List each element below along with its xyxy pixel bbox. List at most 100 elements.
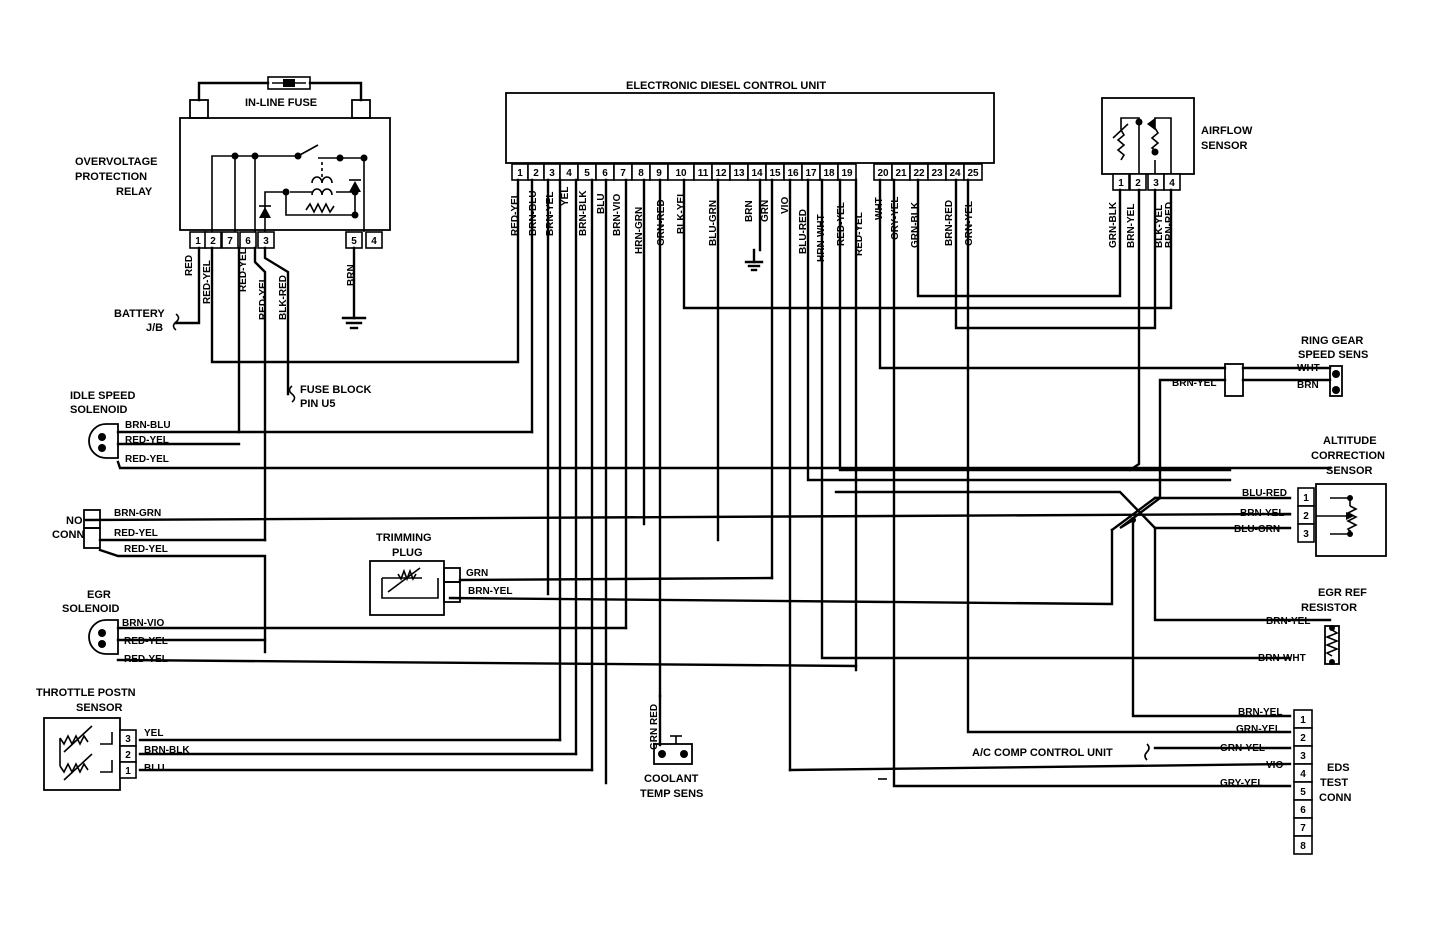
- noconn-wire-label: RED-YEL: [114, 528, 158, 539]
- altitude-connector: 123: [1297, 487, 1315, 543]
- eds-wire-label: GRN-YEL: [1236, 724, 1281, 735]
- ecu-pin-number: 11: [698, 168, 709, 179]
- throttle-pin-number: 3: [125, 734, 131, 745]
- eds-wire-label: GRN-YEL: [1220, 743, 1265, 754]
- ecu-pin-number: 1: [517, 168, 523, 179]
- ecu-wire-label: YEL: [560, 187, 571, 206]
- eds-wire-label: GRY-YEL: [1220, 778, 1264, 789]
- airflow-pin-number: 4: [1169, 178, 1175, 189]
- egr-title-1: EGR: [87, 589, 111, 601]
- trimming-title-1: TRIMMING: [376, 532, 432, 544]
- ecu-wire-label: BLK-YEL: [676, 191, 687, 234]
- ecu-pin-number: 25: [967, 168, 979, 179]
- ecu-pin-number: 12: [715, 168, 727, 179]
- relay-tab-left: [189, 99, 209, 119]
- ring-wire-label: WHT: [1297, 363, 1320, 374]
- eds-title-3: CONN: [1319, 792, 1351, 804]
- battery-label-2: J/B: [146, 322, 163, 334]
- ecu-wire-label: BRN-BLU: [528, 190, 539, 236]
- fuse-label: IN-LINE FUSE: [245, 97, 317, 109]
- ecu-pin-number: 15: [769, 168, 781, 179]
- eds-pin-number: 8: [1300, 841, 1306, 852]
- ring-title-1: RING GEAR: [1301, 335, 1363, 347]
- ecu-wire-label: BLU: [596, 193, 607, 214]
- idle-wire-label: BRN-BLU: [125, 420, 171, 431]
- ecu-pin-number: 24: [949, 168, 961, 179]
- ecu-wire-label: GRN-BLK: [910, 201, 921, 248]
- ecu-pin-number: 17: [805, 168, 817, 179]
- egr-wire-label: RED-YEL: [124, 654, 168, 665]
- relay-pin-number: 4: [371, 236, 377, 247]
- ring-wire-label: BRN-YEL: [1172, 378, 1216, 389]
- ecu-housing: [505, 92, 995, 164]
- relay-internal-icon: [211, 144, 368, 232]
- airflow-wire-label: BRN-RED: [1164, 202, 1175, 248]
- ac-comp-control-unit: A/C COMP CONTROL UNIT: [972, 743, 1150, 761]
- ecu-pin-number: 23: [931, 168, 943, 179]
- relay-pin-number: 2: [210, 236, 216, 247]
- ecu-pin-number: 6: [602, 168, 608, 179]
- ecu-pin-number: 7: [620, 168, 626, 179]
- egrref-title-2: RESISTOR: [1301, 602, 1357, 614]
- ecu-pin-number: 5: [584, 168, 590, 179]
- altitude-title-2: CORRECTION: [1311, 450, 1385, 462]
- ecu-wire-label: GRN: [760, 200, 771, 222]
- ecu-pin-number: 21: [895, 168, 907, 179]
- egrref-title-1: EGR REF: [1318, 587, 1367, 599]
- eds-pin-number: 5: [1300, 787, 1306, 798]
- fuse-wire-left: [197, 81, 270, 102]
- ecu-wire-label: RED-YEL: [836, 202, 847, 246]
- relay-pin: [365, 231, 383, 249]
- ecu-wire-label: BLU-GRN: [708, 200, 719, 246]
- ecu-wire-label: VIO: [780, 197, 791, 214]
- throttle-wire-label: BLU: [144, 763, 165, 774]
- altitude-pin-number: 2: [1303, 511, 1309, 522]
- battery-label-1: BATTERY: [114, 308, 165, 320]
- eds-pin-number: 3: [1300, 751, 1306, 762]
- ecu-wire-label: HRN-GRN: [634, 207, 645, 254]
- eds-pin-number: 4: [1300, 769, 1306, 780]
- coolant-temp-sensor: COOLANT TEMP SENS GRN RED: [640, 704, 703, 800]
- ecu-pin-number: 20: [877, 168, 889, 179]
- ecu-wire-label: RED-YEL: [510, 192, 521, 236]
- ecu-pin-number: 10: [675, 168, 687, 179]
- ecu-title: ELECTRONIC DIESEL CONTROL UNIT: [626, 80, 826, 92]
- inline-fuse-icon: [267, 76, 311, 90]
- eds-pin: [1293, 835, 1313, 855]
- fuse-block-label-2: PIN U5: [300, 398, 335, 410]
- eds-title-1: EDS: [1327, 762, 1350, 774]
- airflow-potentiometer-icon: [1112, 117, 1172, 174]
- egr-wire-label: RED-YEL: [124, 636, 168, 647]
- ecu-wire-label: BRN-VIO: [612, 194, 623, 236]
- noconn-title-1: NO: [66, 515, 83, 527]
- ecu-pin-number: 19: [841, 168, 853, 179]
- altitude-wire-label: BLU-RED: [1242, 488, 1287, 499]
- ac-comp-label: A/C COMP CONTROL UNIT: [972, 747, 1113, 759]
- airflow-pin-number: 3: [1153, 178, 1159, 189]
- ecu-wire-label: BRN-BLK: [578, 190, 589, 236]
- relay-title-2: PROTECTION: [75, 171, 147, 183]
- eds-wire-label: BRN-YEL: [1238, 707, 1282, 718]
- eds-pin-number: 1: [1300, 715, 1306, 726]
- relay-pin-number: 6: [245, 236, 251, 247]
- ecu-pin-number: 13: [733, 168, 745, 179]
- airflow-title-2: SENSOR: [1201, 140, 1248, 152]
- ecu-pin: [837, 163, 857, 181]
- idle-solenoid-body: [88, 423, 119, 459]
- coolant-title-1: COOLANT: [644, 773, 699, 785]
